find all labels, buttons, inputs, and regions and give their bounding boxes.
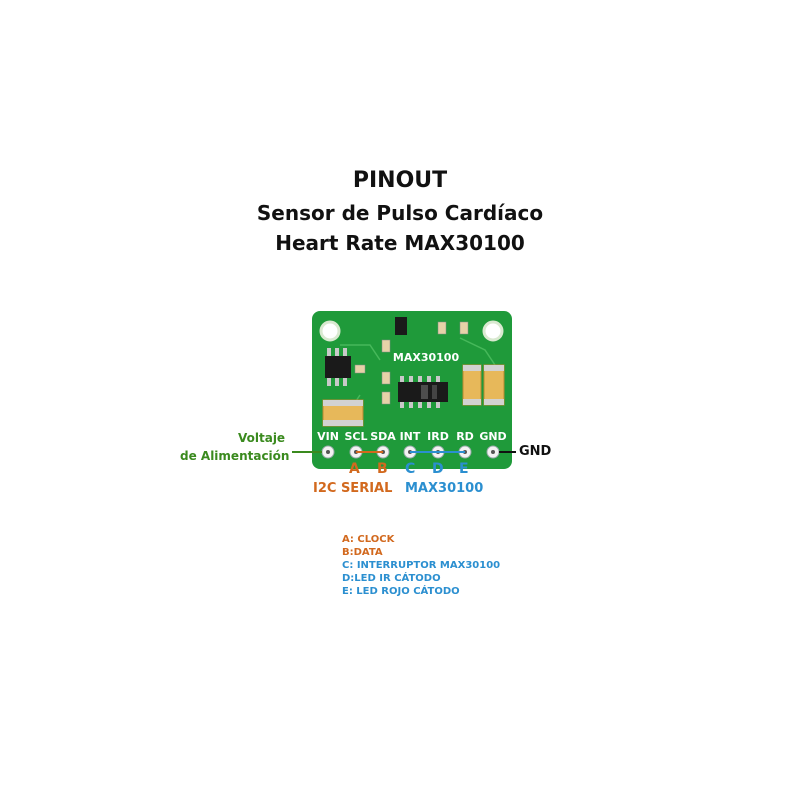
- gnd-label: GND: [519, 444, 551, 459]
- pin-letter-c: C: [405, 461, 415, 477]
- resistor: [355, 365, 365, 373]
- voltage-label-2: de Alimentación: [180, 449, 289, 463]
- legend-item-b: B:DATA: [342, 547, 383, 558]
- voltage-label: Voltaje: [238, 431, 285, 445]
- pin-label-sda: SDA: [370, 430, 396, 443]
- resistor: [382, 372, 390, 384]
- capacitor-right-2: [484, 365, 504, 405]
- resistor: [438, 322, 446, 334]
- pin-label-vin: VIN: [317, 430, 339, 443]
- capacitor-right-1: [463, 365, 481, 405]
- pin-letter-a: A: [349, 461, 360, 477]
- group-label-i2c: I2C SERIAL: [313, 481, 392, 496]
- pin-label-scl: SCL: [344, 430, 367, 443]
- mounting-hole: [321, 322, 339, 340]
- legend-item-d: D:LED IR CÁTODO: [342, 573, 441, 584]
- group-label-max30100: MAX30100: [405, 481, 483, 496]
- legend-item-c: C: INTERRUPTOR MAX30100: [342, 560, 500, 571]
- legend-item-e: E: LED ROJO CÁTODO: [342, 586, 460, 597]
- pin-letter-b: B: [377, 461, 388, 477]
- pin-label-rd: RD: [456, 430, 474, 443]
- resistor: [460, 322, 468, 334]
- pin-letter-e: E: [459, 461, 469, 477]
- pin-label-int: INT: [400, 430, 421, 443]
- pin-letter-d: D: [432, 461, 444, 477]
- resistor: [382, 340, 390, 352]
- resistor: [382, 392, 390, 404]
- capacitor-left: [323, 400, 363, 426]
- chip-label: MAX30100: [393, 351, 460, 364]
- top-component: [395, 317, 407, 335]
- legend-item-a: A: CLOCK: [342, 534, 394, 545]
- pin-label-gnd: GND: [479, 430, 506, 443]
- mounting-hole: [484, 322, 502, 340]
- pin-label-ird: IRD: [427, 430, 449, 443]
